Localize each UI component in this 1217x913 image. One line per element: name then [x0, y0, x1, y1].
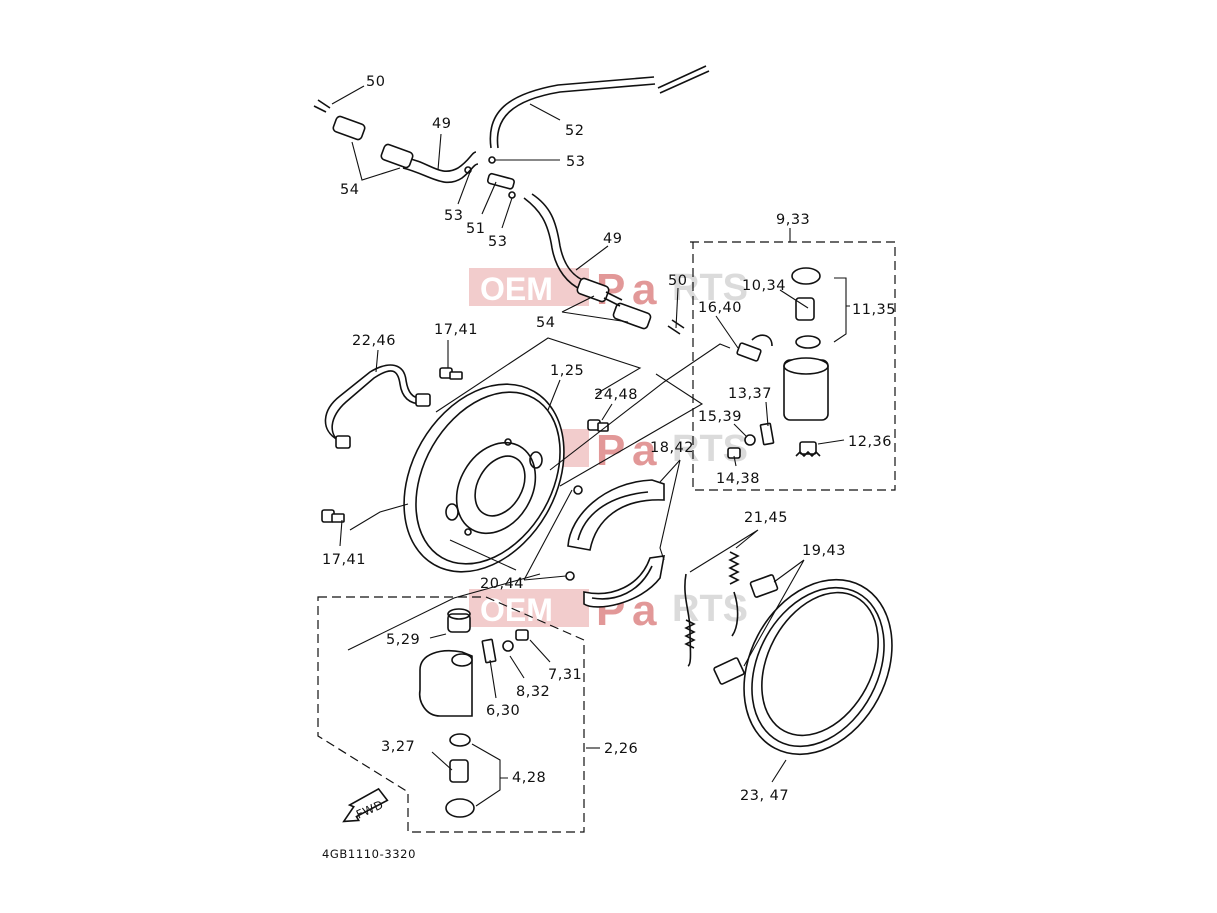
watermark-top: OEM P a RTS [469, 265, 748, 314]
label-11-35: 11,35 [852, 302, 896, 318]
label-2-26: 2,26 [604, 741, 638, 757]
label-53-right: 53 [566, 154, 585, 170]
svg-text:RTS: RTS [672, 267, 748, 309]
label-9-33: 9,33 [776, 212, 810, 228]
svg-text:a: a [632, 265, 657, 314]
label-49-top: 49 [432, 116, 451, 132]
breather-hose-assembly [313, 65, 710, 335]
bolt-17-41-top [439, 367, 463, 380]
label-54-right: 54 [536, 315, 555, 331]
label-22-46: 22,46 [352, 333, 396, 349]
label-15-39: 15,39 [698, 409, 742, 425]
brake-shoe-upper [567, 479, 665, 551]
brake-shoe-lower [583, 555, 665, 608]
label-17-41-top: 17,41 [434, 322, 478, 338]
brake-hose [324, 364, 431, 449]
label-19-43: 19,43 [802, 543, 846, 559]
box-9-33 [690, 241, 896, 491]
wheel-cylinder-upper [727, 267, 829, 459]
label-52: 52 [565, 123, 584, 139]
label-18-42: 18,42 [650, 440, 694, 456]
part-labels: 50 49 52 53 54 53 51 53 49 50 54 9,33 10… [322, 74, 896, 804]
label-54-left: 54 [340, 182, 359, 198]
label-51: 51 [466, 221, 485, 237]
label-50-right: 50 [668, 273, 687, 289]
label-4-28: 4,28 [512, 770, 546, 786]
box-2-26 [317, 596, 585, 833]
brake-springs [684, 551, 740, 667]
brake-plate [403, 383, 565, 573]
fwd-arrow-icon: FWD [342, 787, 389, 823]
label-16-40: 16,40 [698, 300, 742, 316]
label-23-47: 23, 47 [740, 788, 789, 804]
label-7-31: 7,31 [548, 667, 582, 683]
label-50-top: 50 [366, 74, 385, 90]
label-24-48: 24,48 [594, 387, 638, 403]
label-53-bottom: 53 [488, 234, 507, 250]
bolt-24-48 [587, 419, 609, 432]
label-17-41-bottom: 17,41 [322, 552, 366, 568]
svg-text:a: a [632, 426, 657, 475]
adjuster-plates [713, 574, 779, 685]
label-12-36: 12,36 [848, 434, 892, 450]
label-13-37: 13,37 [728, 386, 772, 402]
label-14-38: 14,38 [716, 471, 760, 487]
label-53-left: 53 [444, 208, 463, 224]
leader-lines [331, 85, 850, 807]
label-1-25: 1,25 [550, 363, 584, 379]
label-21-45: 21,45 [744, 510, 788, 526]
watermark-bottom: OEM P a RTS [469, 586, 748, 635]
label-49-lower: 49 [603, 231, 622, 247]
label-5-29: 5,29 [386, 632, 420, 648]
pins-20-44 [565, 485, 583, 581]
brake-drum [743, 578, 893, 756]
label-20-44: 20,44 [480, 576, 524, 592]
label-10-34: 10,34 [742, 278, 786, 294]
svg-text:OEM: OEM [480, 271, 553, 307]
label-6-30: 6,30 [486, 703, 520, 719]
wheel-cylinder-lower [418, 608, 529, 818]
label-3-27: 3,27 [381, 739, 415, 755]
label-8-32: 8,32 [516, 684, 550, 700]
bolt-17-41-bottom [321, 509, 345, 523]
diagram-caption: 4GB1110-3320 [322, 847, 416, 861]
